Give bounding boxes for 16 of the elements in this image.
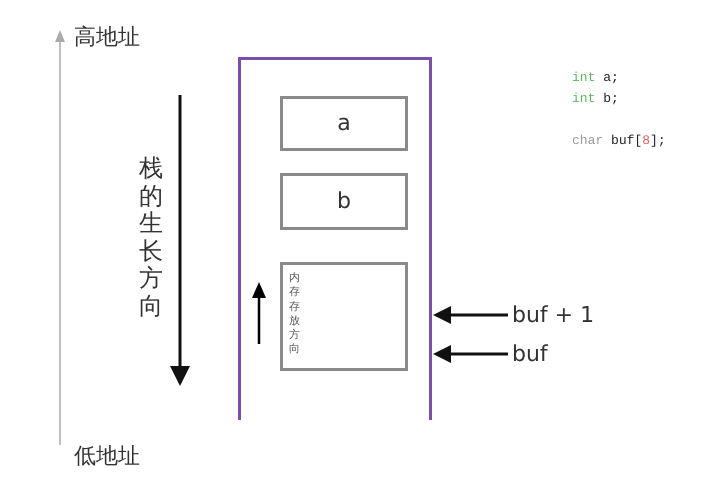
variable-name: a (336, 110, 352, 138)
variable-name: b (336, 188, 352, 216)
pointer-label: buf (512, 339, 572, 369)
vertical-label: 内存存放方向 (289, 271, 300, 357)
code-line: int a; (572, 69, 619, 87)
stack-frame (238, 57, 432, 420)
arrow (433, 345, 508, 363)
address-label: 低地址 (74, 443, 140, 471)
code-line: int b; (572, 90, 619, 108)
variable-box (280, 173, 408, 230)
pointer-label: buf + 1 (512, 300, 602, 330)
arrow (433, 306, 508, 324)
address-label: 高地址 (74, 24, 140, 52)
code-line: char buf[8]; (572, 132, 666, 150)
buffer-box (280, 262, 408, 371)
variable-box (280, 96, 408, 151)
